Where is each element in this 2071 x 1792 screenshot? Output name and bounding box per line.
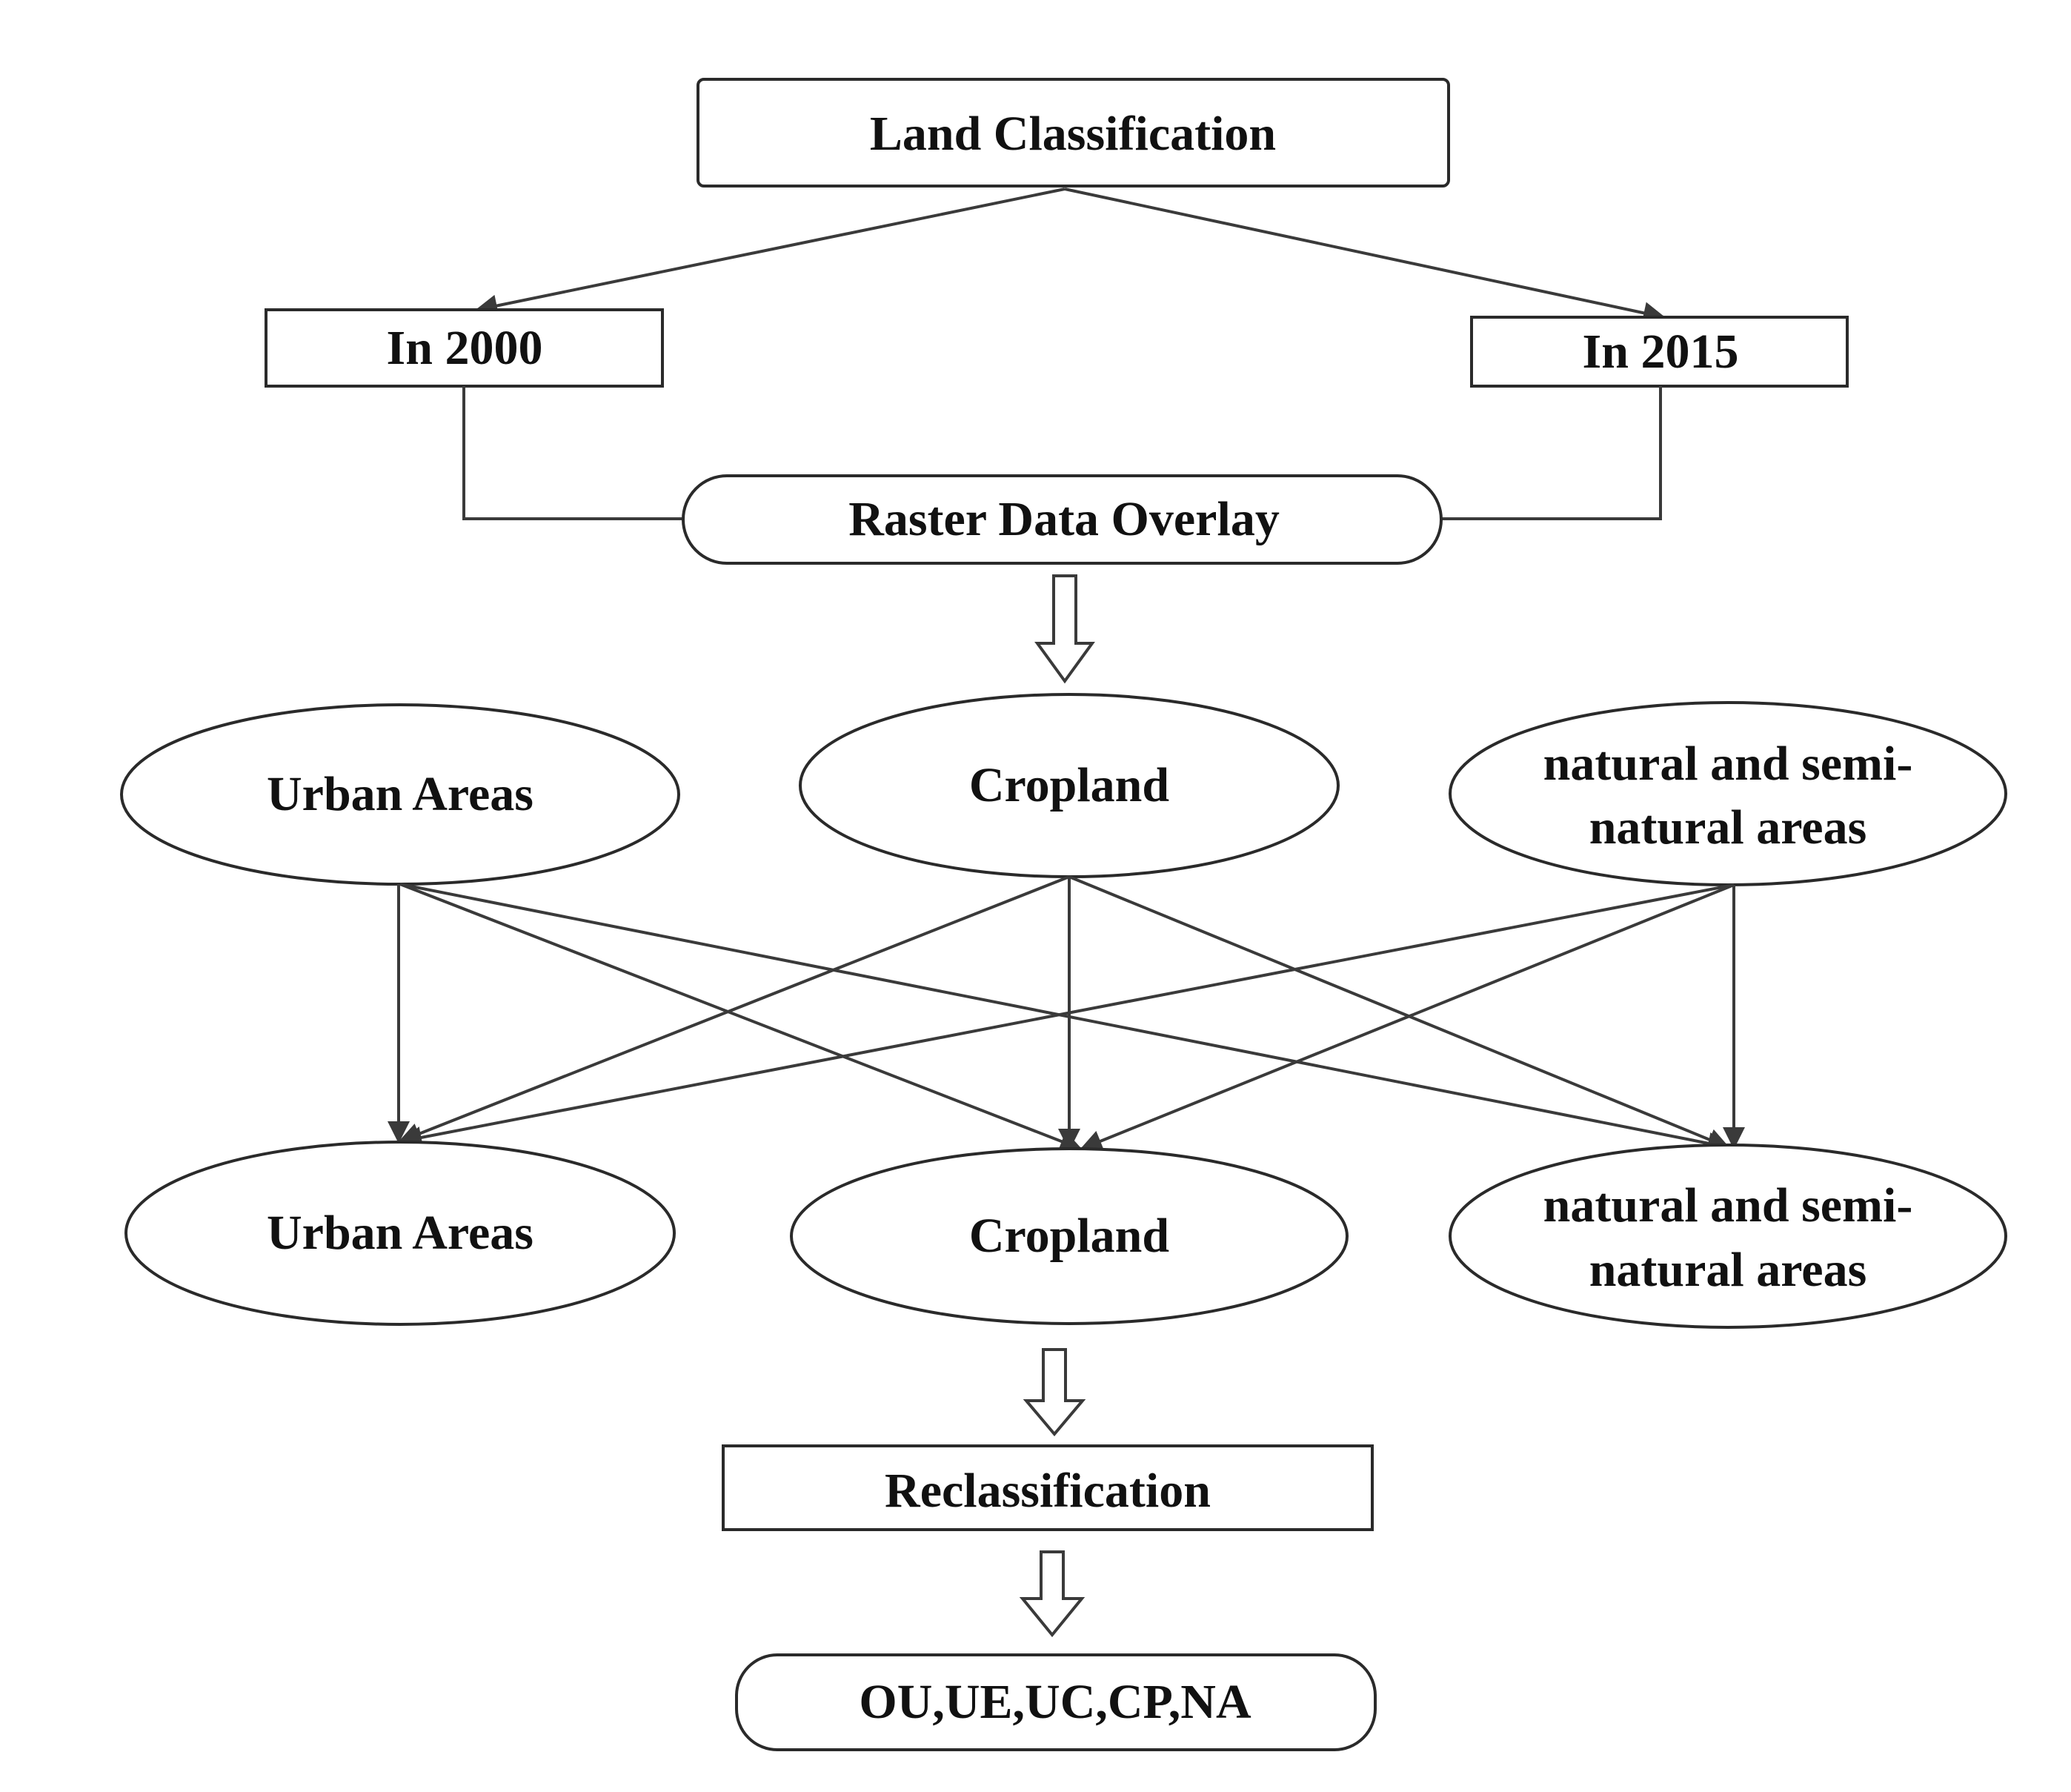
result-label: OU,UE,UC,CP,NA (859, 1675, 1251, 1729)
connector-to-2000 (475, 188, 1066, 317)
reclassification-label: Reclassification (885, 1464, 1211, 1518)
node-to-natural: natural and semi- natural areas (1449, 1144, 2007, 1329)
from-cropland-label: Cropland (969, 758, 1169, 812)
transition-arrows (388, 875, 1745, 1155)
connector-to-2015 (1064, 188, 1666, 325)
node-in-2000: In 2000 (265, 308, 664, 388)
flow-arrow-overlay-to-classes (1034, 574, 1095, 684)
from-natural-label-line2: natural areas (1589, 800, 1867, 854)
to-natural-label-line2: natural areas (1589, 1243, 1867, 1297)
node-result: OU,UE,UC,CP,NA (735, 1653, 1377, 1751)
flow-arrow-reclassification-to-result (1019, 1550, 1086, 1638)
node-in-2015: In 2015 (1470, 316, 1849, 388)
transition-cropland-to-urban (398, 875, 1070, 1145)
node-reclassification: Reclassification (722, 1444, 1374, 1531)
flow-arrow-classes-to-reclassification (1023, 1348, 1086, 1437)
from-natural-label-line1: natural and semi- (1543, 737, 1913, 791)
node-land-classification: Land Classification (697, 78, 1450, 188)
node-raster-overlay: Raster Data Overlay (682, 474, 1443, 565)
to-natural-label-line1: natural and semi- (1543, 1178, 1913, 1232)
node-from-cropland: Cropland (799, 693, 1340, 878)
node-to-urban: Urban Areas (124, 1141, 676, 1326)
node-from-natural: natural and semi- natural areas (1449, 701, 2007, 886)
from-urban-label: Urban Areas (267, 767, 533, 821)
in-2015-label: In 2015 (1583, 325, 1739, 379)
connector-2000-to-overlay (462, 386, 683, 520)
transition-natural-to-cropland (1080, 883, 1735, 1152)
to-cropland-label: Cropland (969, 1209, 1169, 1263)
split-connectors (475, 188, 1666, 325)
transition-natural-to-urban (399, 883, 1735, 1149)
to-urban-label: Urban Areas (267, 1206, 533, 1260)
overlay-connectors (462, 386, 1662, 520)
transition-urban-to-cropland (399, 883, 1083, 1152)
node-to-cropland: Cropland (790, 1147, 1349, 1325)
connector-2015-to-overlay (1441, 386, 1662, 520)
land-classification-label: Land Classification (870, 107, 1276, 161)
node-from-urban: Urban Areas (120, 703, 680, 886)
transition-cropland-to-natural (1068, 875, 1730, 1150)
transition-urban-to-natural (399, 883, 1730, 1155)
in-2000-label: In 2000 (387, 321, 543, 375)
raster-overlay-label: Raster Data Overlay (848, 492, 1280, 546)
